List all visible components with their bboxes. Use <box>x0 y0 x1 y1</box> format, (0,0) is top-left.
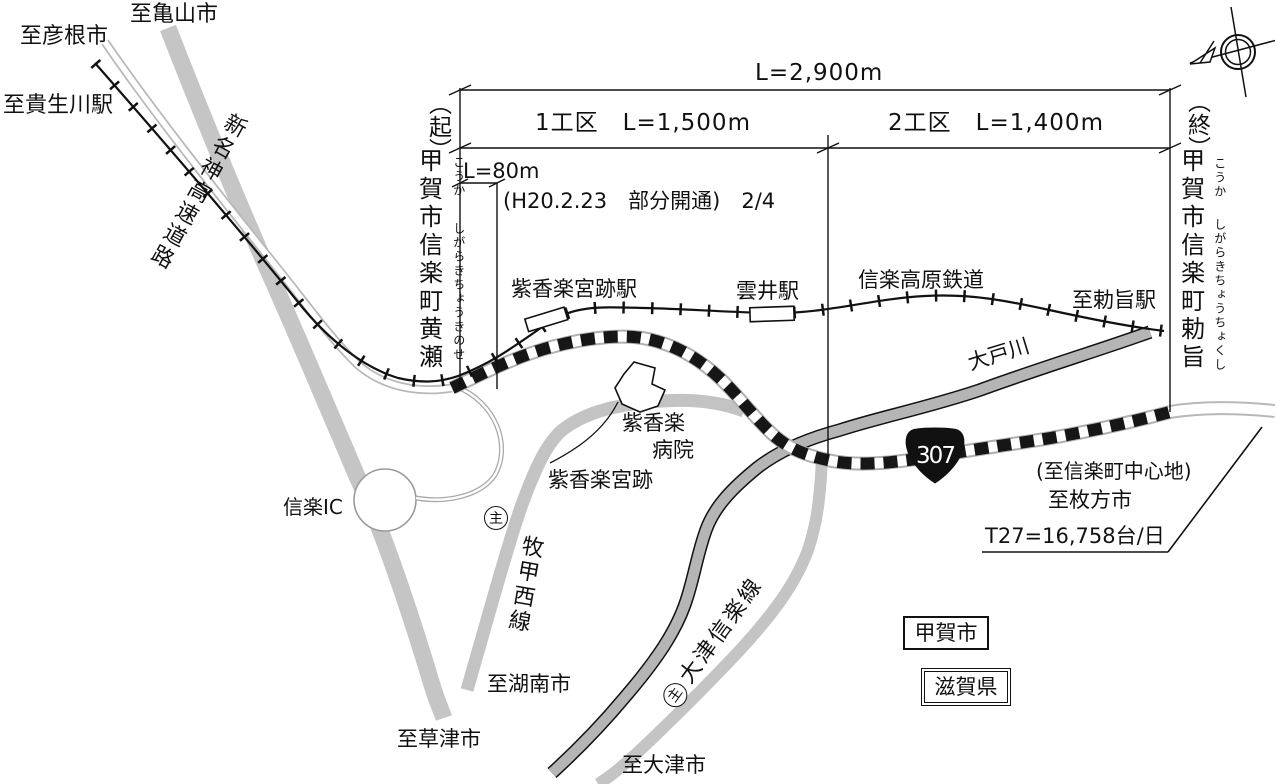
admin-prefecture-box: 滋賀県 <box>921 668 1011 706</box>
route307-number: 307 <box>916 443 954 469</box>
ic-ramp-center <box>415 385 503 501</box>
dest-otsu: 至大津市 <box>622 753 706 777</box>
dest-chokushi-station: 至勅旨駅 <box>1072 288 1156 312</box>
north-arrow-icon <box>1189 6 1275 98</box>
station-kumoi-label: 雲井駅 <box>736 279 799 303</box>
station-shigarakigushi-label: 紫香楽宮跡駅 <box>511 277 637 301</box>
endpoint-start-furigana-city: こうか <box>451 156 466 198</box>
traffic-leader-line <box>982 426 1263 553</box>
endpoint-end-furigana-city: こうか <box>1212 157 1227 199</box>
expressway-road <box>160 24 453 721</box>
otsushigaraki-road <box>594 459 828 784</box>
dim-partial-label: L=80m <box>463 159 540 183</box>
dest-konan: 至湖南市 <box>487 672 571 696</box>
admin-city-box: 甲賀市 <box>903 616 989 650</box>
dest-shigaraki-center: (至信楽町中心地) <box>1036 459 1192 483</box>
railway-name-label: 信楽高原鉄道 <box>858 268 984 292</box>
endpoint-end-marker: （終） <box>1183 90 1210 159</box>
railway-ticks <box>90 59 1165 388</box>
traffic-volume-label: T27=16,758台/日 <box>985 524 1165 548</box>
admin-city: 甲賀市 <box>914 621 978 645</box>
dest-hikone: 至彦根市 <box>20 24 109 49</box>
dim-partial-note: (H20.2.23 部分開通) 2/4 <box>503 189 776 213</box>
makikosei-prefix: 主 <box>489 511 503 527</box>
project-road-center <box>449 331 1172 469</box>
daido-river <box>548 327 1152 777</box>
route307-north-segment <box>101 39 453 395</box>
dest-hirakata: 至枚方市 <box>1048 488 1132 512</box>
endpoint-start-furigana-town: しがらきちょうきのせ <box>451 222 466 362</box>
ruins-boundary-line <box>549 401 619 464</box>
makikosei-prefix-badge: 主 <box>484 506 508 530</box>
ic-circle <box>353 468 417 532</box>
hospital-label-line1: 紫香楽 <box>622 411 685 435</box>
route307-badge: 307 <box>905 427 965 484</box>
makikosei-road <box>460 393 747 692</box>
dim-total-label: L=2,900m <box>755 60 884 86</box>
admin-prefecture: 滋賀県 <box>934 675 998 699</box>
endpoint-end-furigana-town: しがらきちょうちょくし <box>1212 218 1227 372</box>
dest-kameyama: 至亀山市 <box>130 2 219 27</box>
endpoint-start-name: 甲賀市信楽町黄瀬 <box>414 148 443 372</box>
ruins-label: 紫香楽宮跡 <box>548 468 653 492</box>
dim-section1-label: 1工区 L=1,500m <box>535 110 751 136</box>
hospital-building <box>614 361 667 413</box>
endpoint-end-name: 甲賀市信楽町勅旨 <box>1176 148 1205 372</box>
hospital-label-line2: 病院 <box>652 438 694 462</box>
station-kumoi-symbol <box>748 305 796 323</box>
dimension-lines <box>448 84 1182 459</box>
otsushigaraki-prefix: 主 <box>664 684 686 706</box>
route307-east-segment-center <box>1169 403 1275 417</box>
dest-kibukawa-station: 至貴生川駅 <box>3 93 114 118</box>
dim-section2-label: 2工区 L=1,400m <box>888 110 1104 136</box>
route307-north-segment-center <box>102 40 453 393</box>
ic-label: 信楽IC <box>283 495 343 519</box>
station-shigarakigushi-symbol <box>523 306 569 333</box>
endpoint-start-marker: （起） <box>424 92 451 161</box>
dest-kusatsu: 至草津市 <box>397 727 481 751</box>
